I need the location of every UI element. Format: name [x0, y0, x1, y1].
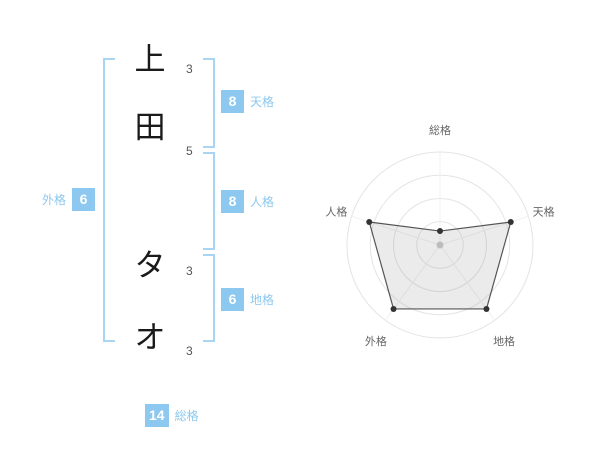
soukaku-group: 14 総格 [145, 404, 199, 427]
radar-data-point [507, 219, 514, 226]
radar-axis-label-1: 天格 [533, 204, 555, 218]
tenkaku-group: 8 天格 [221, 90, 274, 113]
name-char-1: 上 [134, 42, 166, 77]
radar-axis-label-0: 総格 [429, 123, 451, 137]
stroke-count-3: 3 [186, 264, 193, 278]
radar-axis-label-3: 外格 [365, 334, 387, 348]
radar-chart: 総格天格地格 外格 人格 [296, 105, 586, 385]
chikaku-value-badge: 6 [221, 288, 244, 311]
chikaku-bracket [203, 254, 215, 342]
stroke-count-1: 3 [186, 62, 193, 76]
stroke-count-4: 3 [186, 344, 193, 358]
name-char-2: 田 [134, 110, 166, 145]
radar-data-point [366, 219, 373, 226]
radar-data-polygon [368, 221, 512, 310]
gaikaku-label: 外格 [42, 193, 67, 207]
tenkaku-label: 天格 [250, 95, 275, 109]
jinkaku-bracket [203, 152, 215, 250]
radar-data-point [390, 305, 397, 312]
radar-spoke [439, 215, 529, 246]
soukaku-label: 総格 [174, 409, 199, 423]
tenkaku-bracket [203, 58, 215, 148]
name-char-3: タ [134, 248, 166, 283]
chikaku-label: 地格 [250, 293, 275, 307]
radar-axis-label-2: 地格 [493, 334, 515, 348]
jinkaku-value-badge: 8 [221, 190, 244, 213]
gaikaku-value-badge: 6 [72, 188, 96, 211]
name-char-4: オ [134, 320, 166, 355]
radar-center-dot [436, 241, 444, 249]
tenkaku-value-badge: 8 [221, 90, 244, 113]
radar-data-point [483, 305, 490, 312]
radar-data-point [437, 228, 443, 235]
chikaku-group: 6 地格 [221, 288, 274, 311]
jinkaku-group: 8 人格 [221, 190, 274, 213]
radar-axis-label-4: 人格 [325, 204, 347, 218]
gaikaku-group: 外格 6 [42, 188, 96, 211]
jinkaku-label: 人格 [250, 195, 275, 209]
radar-spoke [351, 215, 441, 246]
stroke-count-2: 5 [186, 144, 193, 158]
soukaku-value-badge: 14 [145, 404, 169, 427]
gaikaku-bracket [103, 58, 115, 342]
